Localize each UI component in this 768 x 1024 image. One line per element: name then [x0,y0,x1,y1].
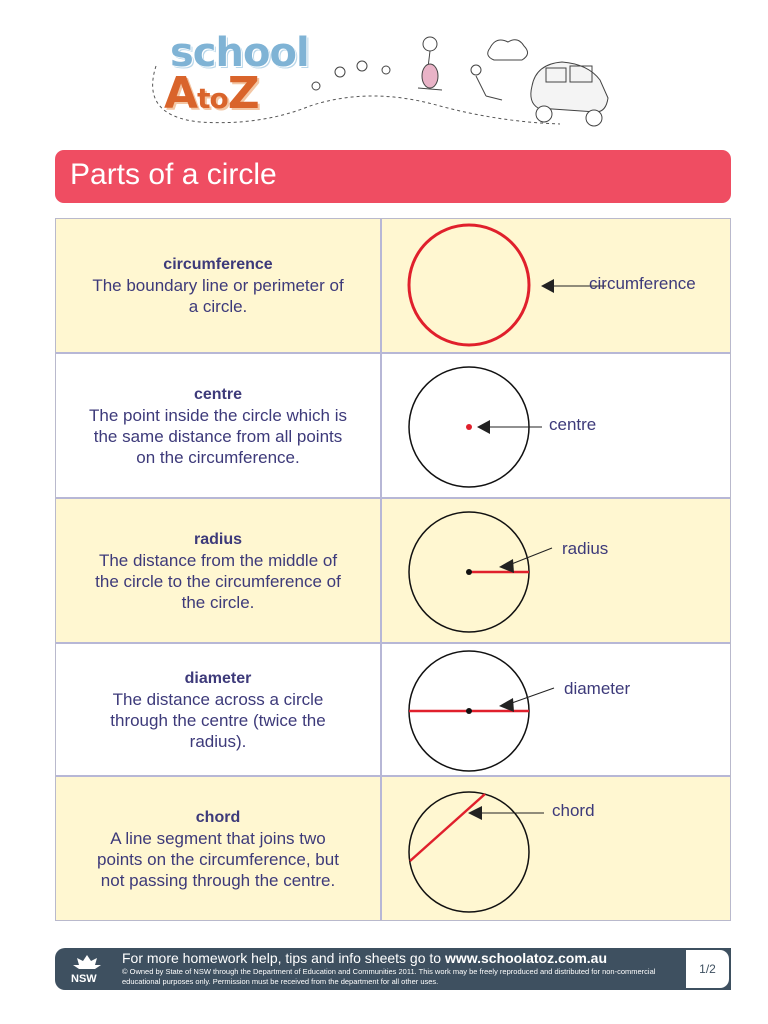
diagram-cell: radius [382,499,730,642]
definition-chord: A line segment that joins two points on … [97,828,339,890]
definition-cell: circumference The boundary line or perim… [56,219,382,352]
term-radius: radius [193,530,242,548]
table-row-centre: centre The point inside the circle which… [56,354,730,499]
definition-centre: The point inside the circle which is the… [89,405,347,467]
radius-diagram [408,511,553,633]
logo-doodles-illustration [152,36,609,127]
label-chord: chord [552,801,595,820]
logo-atoz-text: AtoZ [164,68,260,119]
term-chord: chord [195,808,241,826]
title-bar: Parts of a circle [55,150,731,203]
circumference-diagram [407,223,606,347]
diagram-cell: circumference [382,219,730,352]
label-centre: centre [549,415,597,434]
label-radius: radius [562,539,609,558]
definition-cell: diameter The distance across a circle th… [56,644,382,775]
footer-help-text: For more homework help, tips and info sh… [122,950,608,966]
diameter-diagram [408,650,555,772]
chord-diagram [408,791,544,913]
diagram-cell: chord [382,777,730,920]
term-centre: centre [193,385,243,403]
table-row-circumference: circumference The boundary line or perim… [56,219,730,354]
logo-school-text: school [170,30,310,76]
centre-diagram [408,366,542,488]
diagram-cell: centre [382,354,730,497]
nsw-text: NSW [71,973,97,985]
table-row-chord: chord A line segment that joins two poin… [56,777,730,920]
page-number: 1/2 [686,949,730,989]
table-row-diameter: diameter The distance across a circle th… [56,644,730,777]
definition-cell: centre The point inside the circle which… [56,354,382,497]
parts-table: circumference The boundary line or perim… [55,218,731,921]
label-diameter: diameter [564,679,631,698]
nsw-logo: NSW [67,953,107,987]
term-diameter: diameter [184,669,252,687]
footer-url-link[interactable]: www.schoolatoz.com.au [444,950,608,966]
table-row-radius: radius The distance from the middle of t… [56,499,730,644]
footer-bar: NSW For more homework help, tips and inf… [55,948,731,990]
page-title: Parts of a circle [70,158,277,191]
definition-cell: chord A line segment that joins two poin… [56,777,382,920]
school-a-to-z-logo: school AtoZ [140,26,620,138]
definition-cell: radius The distance from the middle of t… [56,499,382,642]
waratah-icon [73,955,101,969]
definition-diameter: The distance across a circle through the… [110,689,326,751]
definition-circumference: The boundary line or perimeter of a circ… [92,276,344,316]
footer-copyright: © Owned by State of NSW through the Depa… [122,967,656,986]
definition-radius: The distance from the middle of the circ… [95,550,341,612]
diagram-cell: diameter [382,644,730,775]
term-circumference: circumference [163,256,273,273]
label-circumference: circumference [589,274,696,293]
